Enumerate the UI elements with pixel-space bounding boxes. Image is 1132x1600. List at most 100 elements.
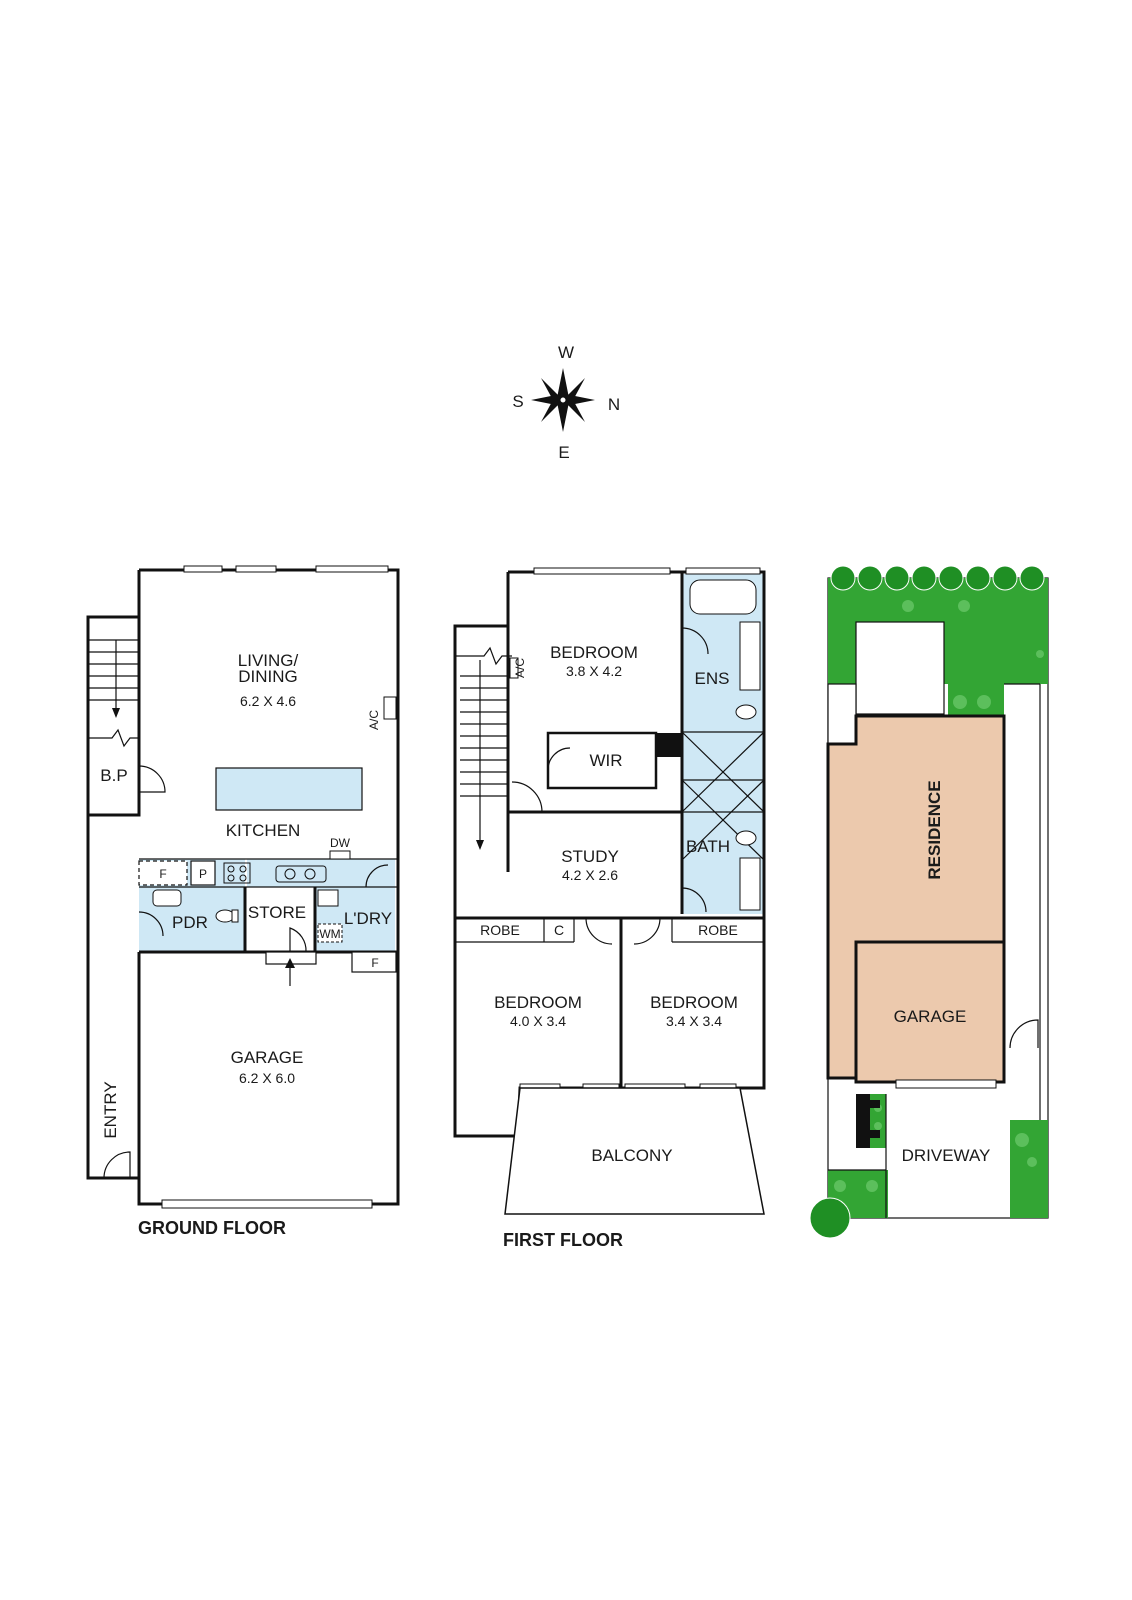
side-gate [1009, 1019, 1039, 1049]
laundry-fridge-space [351, 951, 397, 973]
store-door [289, 927, 307, 953]
wir-label: WIR [589, 751, 622, 770]
laundry-trough [317, 889, 339, 907]
residence-label: RESIDENCE [925, 780, 944, 879]
study-label: STUDY [561, 847, 619, 866]
robe-left-label: ROBE [480, 922, 520, 938]
fridge-space [138, 860, 188, 886]
shrubs [834, 600, 1044, 1192]
first-floor-plan [453, 567, 766, 1215]
entry-label: ENTRY [101, 1081, 120, 1138]
ground-floor-plan [86, 565, 400, 1209]
garage-size: 6.2 X 6.0 [239, 1070, 295, 1086]
front-tree [809, 1197, 851, 1239]
bedroom2-door [585, 917, 613, 945]
site-garage-door [895, 1079, 997, 1089]
washing-machine-space [317, 923, 343, 943]
balcony-label: BALCONY [591, 1146, 672, 1165]
bath-vanity [739, 857, 761, 911]
wall-column [656, 733, 682, 757]
store-label: STORE [248, 903, 306, 922]
bedroom-door [511, 781, 543, 813]
kitchen-island [215, 767, 363, 811]
window [685, 567, 761, 575]
main-bedroom-label: BEDROOM [550, 643, 638, 662]
fridge-label: F [159, 867, 166, 881]
wir-door [547, 747, 571, 771]
cooktop [223, 862, 251, 884]
site-garage-footprint [854, 940, 1006, 1084]
bp-door [138, 765, 166, 793]
window [315, 565, 389, 573]
dishwasher-label: DW [330, 836, 351, 850]
bp-wall [88, 792, 141, 817]
main-bedroom-size: 3.8 X 4.2 [566, 663, 622, 679]
front-lawn-right [1010, 1120, 1048, 1218]
laundry-fridge-label: F [371, 956, 378, 970]
bp-label: B.P [100, 766, 127, 785]
pdr-basin [152, 889, 182, 907]
bedroom3-door [633, 917, 661, 945]
pantry [190, 860, 216, 886]
bedroom-2-size: 4.0 X 3.4 [510, 1013, 566, 1029]
stairs-arrow [112, 708, 120, 718]
bath-toilet [735, 830, 757, 846]
first-floor-stairs [455, 646, 512, 840]
first-ac-label: A/C [513, 658, 527, 678]
pantry-label: P [199, 867, 207, 881]
pdr-label: PDR [172, 913, 208, 932]
compass-south-label: S [512, 392, 523, 411]
washing-machine-label: WM [319, 927, 340, 941]
ground-floor-title: GROUND FLOOR [138, 1218, 286, 1238]
kitchen-label: KITCHEN [226, 821, 301, 840]
bath-label: BATH [686, 837, 730, 856]
kitchen-sink [275, 865, 327, 883]
ground-ac-label: A/C [367, 710, 381, 730]
ens-toilet [735, 704, 757, 720]
living-dining-size: 6.2 X 4.6 [240, 693, 296, 709]
driveway-label: DRIVEWAY [902, 1146, 991, 1165]
bedroom-3-size: 3.4 X 3.4 [666, 1013, 722, 1029]
ens-label: ENS [695, 669, 730, 688]
first-floor-title: FIRST FLOOR [503, 1230, 623, 1250]
pdr-toilet [215, 909, 235, 923]
compass-west-label: W [558, 343, 574, 362]
air-conditioner [383, 696, 397, 720]
ens-door [681, 627, 709, 655]
dishwasher [329, 850, 351, 860]
window [183, 565, 223, 573]
garage-door [161, 1199, 373, 1209]
entry-arrow [285, 958, 295, 968]
cupboard-label: C [554, 922, 564, 938]
bedroom-3-label: BEDROOM [650, 993, 738, 1012]
window [533, 567, 671, 575]
balcony-outline [504, 1087, 765, 1215]
first-stairs-arrow [476, 840, 484, 850]
bin-area [856, 1094, 870, 1148]
living-dining-label: LIVING/ [238, 651, 299, 670]
garage-label: GARAGE [231, 1048, 304, 1067]
compass-north-label: N [608, 395, 620, 414]
first-air-conditioner [509, 657, 519, 679]
compass-east-label: E [558, 443, 569, 462]
wir-box [546, 731, 658, 790]
side-path [827, 683, 857, 745]
ground-floor-stairs [88, 639, 139, 748]
entry-door [103, 1151, 131, 1179]
ens-vanity [739, 621, 761, 691]
bedroom-2-label: BEDROOM [494, 993, 582, 1012]
pdr-door [138, 911, 164, 937]
rear-courtyard [855, 621, 945, 715]
bathtub [689, 579, 757, 615]
study-size: 4.2 X 2.6 [562, 867, 618, 883]
laundry-label: L'DRY [344, 909, 392, 928]
living-dining-label-line2: DINING [238, 667, 298, 686]
laundry-door [365, 864, 389, 888]
tree-row [830, 565, 1045, 591]
kitchen-bench [247, 859, 359, 887]
robe-right-label: ROBE [698, 922, 738, 938]
compass-rose [531, 368, 595, 432]
window [235, 565, 277, 573]
site-plan [809, 565, 1049, 1239]
